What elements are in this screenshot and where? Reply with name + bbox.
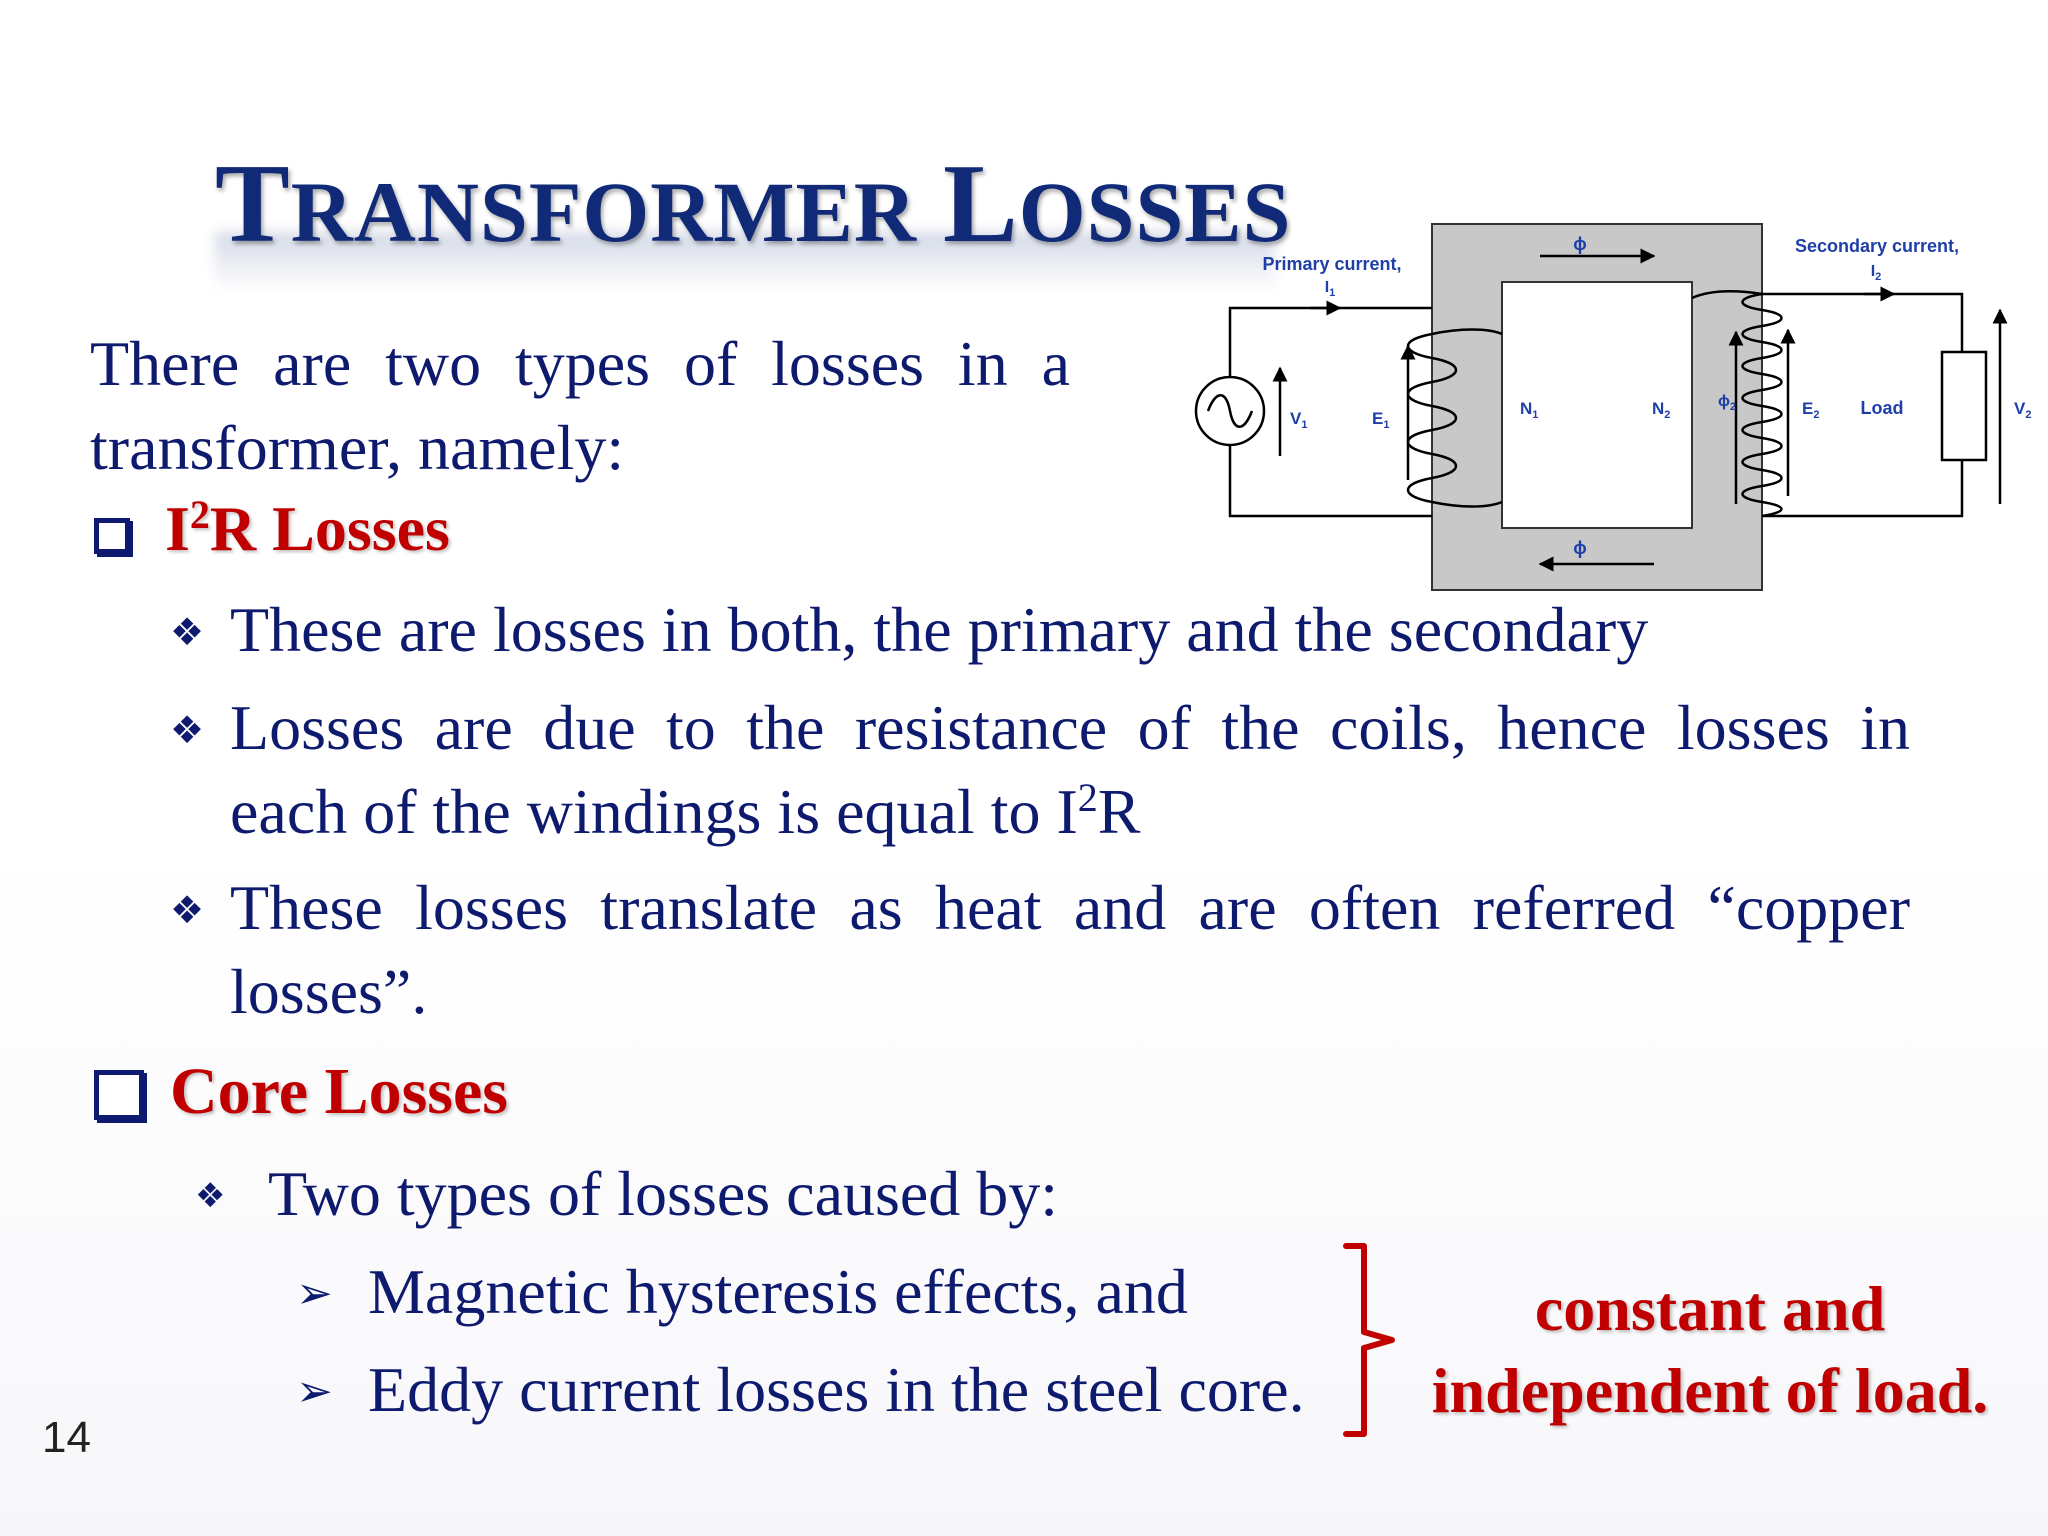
checkbox-square-icon [94,518,130,554]
title-rest-1: RANSFORMER [290,164,918,260]
transformer-diagram: Primary current, I1 Secondary current, I… [1194,223,2031,591]
bullet-i2r-2-line-1: Losses are due to the resistance of the … [230,692,1910,763]
bullet-i2r-3-line-2: losses”. [230,956,428,1027]
label-n1: N1 [1520,399,1538,421]
note-line-2: independent of load. [1431,1355,1989,1426]
secondary-wire-top [1762,292,1964,352]
intro-line-2: transformer, namely: [90,412,625,483]
four-diamond-icon: ❖ [170,708,205,752]
bullet-i2r-2-line-2-post: R [1097,776,1141,847]
bullet-i2r-3: These losses translate as heat and are o… [230,866,1910,1034]
label-secondary-current: Secondary current, [1795,236,1959,256]
intro-line-1: There are two types of losses in a [90,328,1070,399]
bullet-i2r-1: These are losses in both, the primary an… [230,594,1649,665]
primary-wire-bottom [1228,436,1432,518]
four-diamond-icon: ❖ [195,1176,226,1216]
title-initial-2: L [943,142,1019,266]
intro-paragraph: There are two types of losses in a trans… [90,322,1070,490]
curly-brace-icon [1343,1243,1395,1437]
section-heading-i2r: I2R Losses [165,492,450,566]
bullet-i2r-2-line-2-pre: each of the windings is equal to I [230,776,1078,847]
label-e1: E1 [1372,409,1389,431]
four-diamond-icon: ❖ [170,888,205,932]
label-load: Load [1861,398,1904,418]
label-e2: E2 [1802,399,1819,421]
bullet-i2r-2-sup: 2 [1077,775,1098,820]
label-i2: I2 [1871,263,1882,283]
section-heading-core: Core Losses [170,1055,508,1128]
primary-coil [1407,328,1503,508]
four-diamond-icon: ❖ [170,610,205,654]
label-primary-current: Primary current, [1262,254,1401,274]
heading-i2r-post: R Losses [209,493,450,564]
secondary-wire-bottom [1762,460,1964,518]
arrowhead-icon: ➢ [296,1268,333,1319]
label-v2: V2 [2014,399,2031,421]
heading-i2r-sup: 2 [189,492,210,537]
label-phi-bottom: ϕ [1573,538,1587,558]
note-line-1: constant and [1534,1273,1886,1344]
bullet-i2r-2-line-2: each of the windings is equal to I2R [230,770,1910,854]
bullet-i2r-3-line-1: These losses translate as heat and are o… [230,872,1910,943]
sub-bullet-eddy: Eddy current losses in the steel core. [368,1354,1305,1425]
title-initial-1: T [215,142,291,266]
sub-bullet-hysteresis: Magnetic hysteresis effects, and [368,1256,1188,1327]
title-rest-2: OSSES [1018,164,1292,260]
bullet-i2r-2: Losses are due to the resistance of the … [230,686,1910,854]
load-resistor [1940,350,1988,462]
sine-wave-icon [1206,394,1254,428]
label-v1: V1 [1290,409,1307,431]
page-number: 14 [42,1413,91,1462]
primary-wire-top [1228,306,1432,386]
transformer-core-window [1501,281,1693,529]
label-phi-top: ϕ [1573,234,1587,254]
secondary-coil [1691,290,1783,518]
label-i1: I1 [1325,279,1336,299]
label-n2: N2 [1652,399,1670,421]
label-phi2: ϕ2 [1718,393,1736,413]
checkbox-square-icon [94,1070,144,1120]
title-reflection [215,232,1275,292]
heading-i2r-pre: I [165,493,190,564]
bullet-core-1: Two types of losses caused by: [268,1158,1059,1229]
arrowhead-icon: ➢ [296,1366,333,1417]
